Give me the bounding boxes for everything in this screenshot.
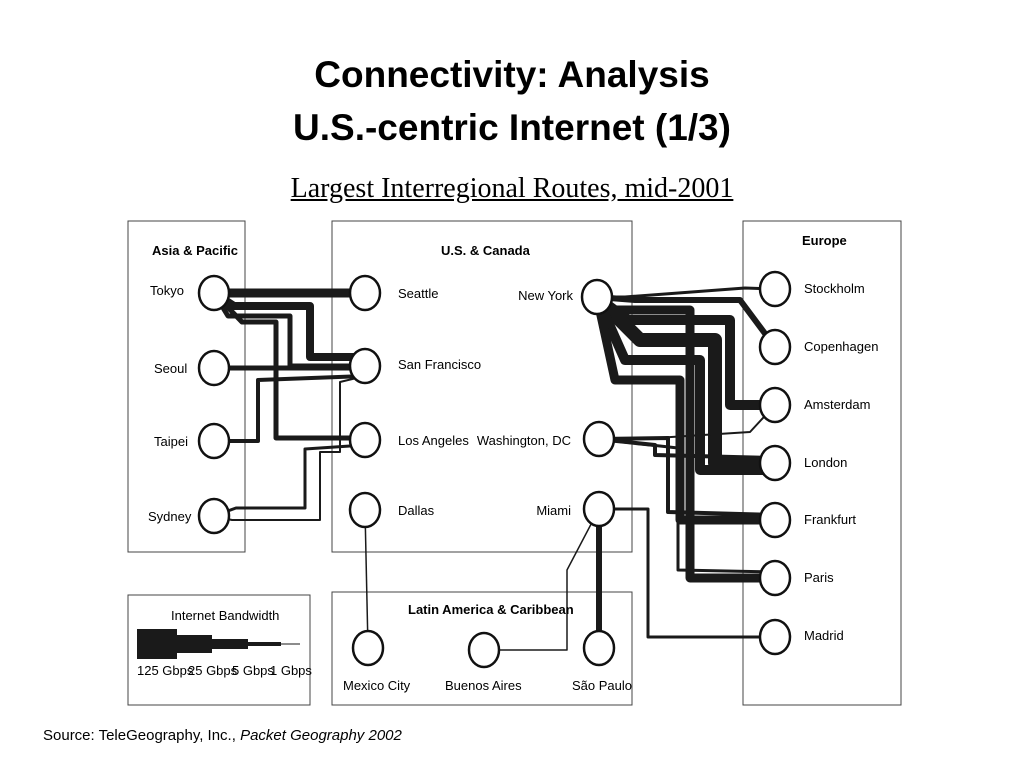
legend-bar-1 — [248, 642, 281, 646]
label-miami: Miami — [536, 503, 571, 518]
europe-region-label: Europe — [802, 233, 847, 248]
label-newyork: New York — [518, 288, 573, 303]
node-washington — [582, 420, 616, 458]
label-sanfrancisco: San Francisco — [398, 357, 481, 372]
node-copenhagen — [758, 328, 792, 366]
label-seattle: Seattle — [398, 286, 438, 301]
title-line-1: Connectivity: Analysis — [314, 54, 710, 95]
route-newyork-london-a — [592, 292, 775, 470]
label-stockholm: Stockholm — [804, 281, 865, 296]
label-losangeles: Los Angeles — [398, 433, 469, 448]
label-seoul: Seoul — [154, 361, 187, 376]
route-newyork-copenhagen — [596, 294, 778, 349]
legend-bandwidth-bar — [137, 629, 300, 659]
asia-region-label: Asia & Pacific — [152, 243, 238, 258]
label-paris: Paris — [804, 570, 834, 585]
legend-bar-25 — [177, 635, 212, 653]
node-mexicocity — [351, 629, 385, 667]
legend-label-25: 25 Gbps — [188, 663, 238, 678]
node-paris — [758, 559, 792, 597]
node-tokyo — [197, 274, 231, 312]
label-frankfurt: Frankfurt — [804, 512, 856, 527]
route-sydney-losangeles — [213, 443, 366, 518]
label-madrid: Madrid — [804, 628, 844, 643]
label-washington: Washington, DC — [477, 433, 571, 448]
diagram-subtitle: Largest Interregional Routes, mid-2001 — [290, 173, 734, 204]
legend-title: Internet Bandwidth — [171, 608, 279, 623]
node-london — [758, 444, 792, 482]
label-amsterdam: Amsterdam — [804, 397, 870, 412]
legend-label-125: 125 Gbps — [137, 663, 194, 678]
latam-region-box — [331, 591, 633, 706]
us-region-box — [331, 220, 633, 553]
us-region-label: U.S. & Canada — [441, 243, 531, 258]
node-sydney — [197, 497, 231, 535]
label-copenhagen: Copenhagen — [804, 339, 878, 354]
latam-region-label: Latin America & Caribbean — [408, 602, 574, 617]
asia-region-box — [127, 220, 246, 553]
node-buenosaires — [467, 631, 501, 669]
source-prefix: Source: TeleGeography, Inc., — [43, 727, 241, 744]
source-title: Packet Geography 2002 — [240, 727, 402, 744]
node-dallas — [348, 491, 382, 529]
legend-bar-tail — [281, 643, 300, 645]
routes — [211, 286, 778, 651]
node-amsterdam — [758, 386, 792, 424]
node-stockholm — [758, 270, 792, 308]
route-newyork-stockholm — [597, 286, 776, 299]
route-sydney-sanfrancisco — [213, 375, 366, 521]
node-madrid — [758, 618, 792, 656]
node-saopaulo — [582, 629, 616, 667]
route-miami-buenosaires — [484, 508, 600, 651]
node-frankfurt — [758, 501, 792, 539]
label-saopaulo: São Paulo — [572, 678, 632, 693]
node-seoul — [197, 349, 231, 387]
label-buenosaires: Buenos Aires — [445, 678, 522, 693]
route-dallas-mexicocity — [364, 509, 369, 649]
label-tokyo: Tokyo — [150, 283, 184, 298]
node-losangeles — [348, 421, 382, 459]
label-mexicocity: Mexico City — [343, 678, 411, 693]
route-washington-frankfurt — [596, 436, 776, 517]
label-london: London — [804, 455, 847, 470]
legend-bar-5 — [212, 639, 248, 649]
node-miami — [582, 490, 616, 528]
route-taipei-sanfrancisco — [214, 374, 366, 443]
node-sanfrancisco — [348, 347, 382, 385]
route-tokyo-losangeles — [212, 291, 365, 441]
route-miami-madrid — [599, 507, 775, 639]
label-dallas: Dallas — [398, 503, 435, 518]
title-line-2: U.S.-centric Internet (1/3) — [293, 107, 731, 148]
route-newyork-london-b — [592, 294, 775, 475]
label-taipei: Taipei — [154, 434, 188, 449]
legend-label-1: 1 Gbps — [270, 663, 312, 678]
node-newyork — [580, 278, 614, 316]
route-washington-paris — [596, 437, 776, 574]
node-taipei — [197, 422, 231, 460]
legend-bar-125 — [137, 629, 177, 659]
legend-label-5: 5 Gbps — [232, 663, 274, 678]
legend-box — [127, 594, 311, 706]
node-seattle — [348, 274, 382, 312]
source-citation: Source: TeleGeography, Inc., Packet Geog… — [43, 727, 402, 744]
route-newyork-frankfurt — [592, 296, 775, 525]
label-sydney: Sydney — [148, 509, 192, 524]
